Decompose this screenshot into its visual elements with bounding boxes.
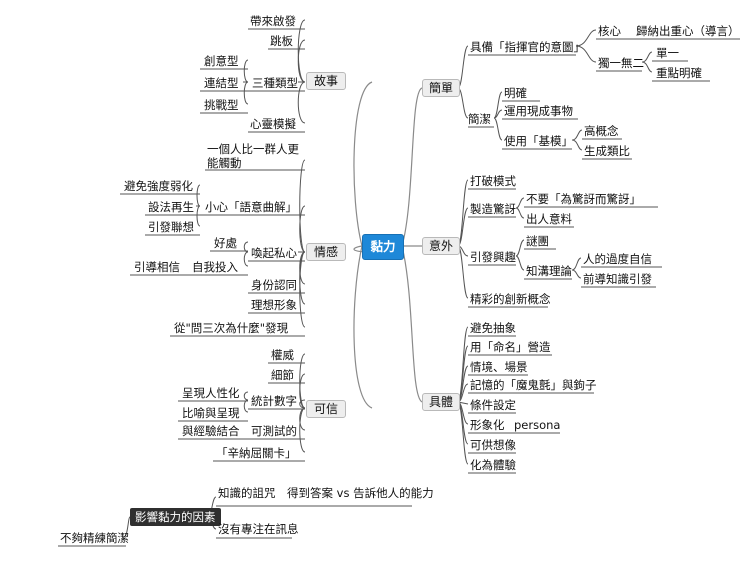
simple-item-concise: 簡潔: [468, 112, 491, 126]
emotion-sub-avoid: 避免強度弱化: [124, 179, 193, 193]
simple-item-intent: 具備「指揮官的意圖」: [470, 40, 585, 54]
simple-sub-schema: 使用「基模」: [504, 134, 573, 148]
emotion-item-semantic: 小心「語意曲解」: [205, 200, 297, 214]
concrete-item-4: 條件設定: [470, 398, 516, 412]
branch-concrete[interactable]: 具體: [422, 393, 460, 411]
emotion-item-why: 從"問三次為什麼"發現: [174, 321, 289, 335]
credible-sub-experience: 與經驗結合: [182, 424, 240, 438]
emotion-item-ideal: 理想形象: [251, 298, 297, 312]
story-type-connection: 連結型: [204, 76, 239, 90]
simple-sub-core: 核心: [598, 24, 621, 38]
simple-sub-summary: 歸納出重心（導言）: [636, 24, 740, 38]
factor-curse: 知識的詛咒 得到答案 vs 告訴他人的能力: [218, 486, 434, 500]
branch-simple[interactable]: 簡單: [422, 79, 460, 97]
story-item-simulation: 心靈模擬: [250, 117, 296, 131]
credible-item-authority: 權威: [271, 348, 294, 362]
concrete-item-1: 用「命名」營造: [470, 340, 551, 354]
unexpected-sub-unexpected: 出人意料: [526, 212, 572, 226]
story-item-three-types: 三種類型: [252, 76, 298, 90]
factor-no-focus: 沒有專注在訊息: [218, 522, 299, 536]
unexpected-item-innovation: 精彩的創新概念: [470, 292, 551, 306]
credible-item-detail: 細節: [271, 368, 294, 382]
credible-item-statistics: 統計數字: [251, 394, 297, 408]
simple-sub-existing: 運用現成事物: [504, 104, 573, 118]
credible-sub-analogy: 比喻與呈現: [182, 406, 240, 420]
unexpected-item-surprise: 製造驚訝: [470, 202, 516, 216]
unexpected-sub-gap: 知溝理論: [526, 264, 572, 278]
simple-sub-unique: 獨一無二: [598, 56, 644, 70]
emotion-sub-associate: 引發聯想: [148, 220, 194, 234]
emotion-sub-regen: 設法再生: [148, 200, 194, 214]
emotion-sub-invest: 自我投入: [192, 260, 238, 274]
factors-topic[interactable]: 影響黏力的因素: [130, 508, 221, 526]
concrete-item-3: 記憶的「魔鬼氈」與鉤子: [470, 378, 597, 392]
unexpected-item-interest: 引發興趣: [470, 250, 516, 264]
concrete-item-5: 形象化: [470, 418, 505, 432]
unexpected-sub-not-for-sake: 不要「為驚訝而驚訝」: [526, 192, 641, 206]
concrete-item-5-persona: persona: [514, 418, 561, 432]
concrete-item-0: 避免抽象: [470, 321, 516, 335]
story-item-hook: 帶來啟發: [250, 14, 296, 28]
emotion-sub-benefit: 好處: [214, 236, 237, 250]
simple-sub-focus: 重點明確: [656, 66, 702, 80]
emotion-item-identity: 身份認同: [251, 278, 297, 292]
concrete-item-2: 情境、場景: [470, 360, 528, 374]
credible-item-testable: 可測試的: [251, 424, 297, 438]
branch-credible[interactable]: 可信: [306, 400, 346, 418]
story-item-springboard: 跳板: [270, 34, 293, 48]
emotion-item-one-vs-many-2: 能觸動: [207, 156, 242, 170]
emotion-item-one-vs-many: 一個人比一群人更: [207, 142, 299, 156]
branch-story[interactable]: 故事: [306, 72, 346, 90]
concrete-item-7: 化為體驗: [470, 458, 516, 472]
branch-unexpected[interactable]: 意外: [422, 237, 460, 255]
story-type-creative: 創意型: [204, 54, 239, 68]
simple-sub-generative: 生成類比: [584, 144, 630, 158]
unexpected-item-break: 打破模式: [470, 174, 516, 188]
simple-sub-hi-concept: 高概念: [584, 124, 619, 138]
unexpected-sub-overconf: 人的過度自信: [583, 252, 652, 266]
emotion-sub-guide: 引導相信: [134, 260, 180, 274]
concrete-item-6: 可供想像: [470, 438, 516, 452]
credible-sub-human: 呈現人性化: [182, 386, 240, 400]
unexpected-sub-mystery: 謎團: [526, 234, 549, 248]
simple-sub-single: 單一: [656, 46, 679, 60]
emotion-item-self-interest: 喚起私心: [251, 246, 297, 260]
simple-sub-clear: 明確: [504, 86, 527, 100]
credible-item-sinatra: 「辛納屈關卡」: [216, 446, 297, 460]
factor-not-concise: 不夠精練簡潔: [60, 531, 129, 545]
central-topic[interactable]: 黏力: [362, 234, 404, 260]
unexpected-sub-prior: 前導知識引發: [583, 272, 652, 286]
branch-emotion[interactable]: 情感: [306, 243, 346, 261]
story-type-challenge: 挑戰型: [204, 98, 239, 112]
